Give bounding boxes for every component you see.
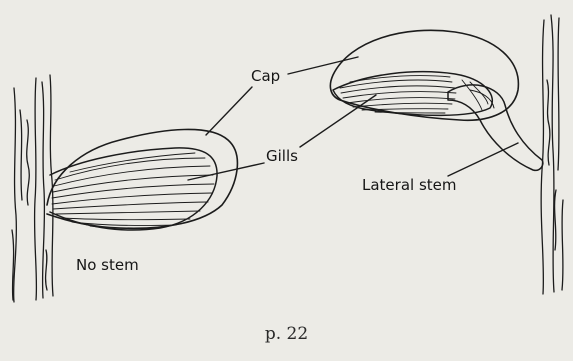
lateral-stem-leader: [448, 143, 518, 176]
no-stem-label: No stem: [76, 256, 139, 274]
stalked-mushroom: [330, 30, 543, 170]
lateral-stem-shape: [448, 85, 543, 170]
left-tree-trunk: [12, 75, 53, 302]
cap-label: Cap: [251, 67, 280, 85]
lateral-stem-label: Lateral stem: [362, 176, 457, 194]
page-number: p. 22: [0, 325, 573, 343]
cap-leader-right: [288, 57, 358, 74]
right-tree-trunk: [541, 15, 563, 294]
gills-label: Gills: [266, 147, 298, 165]
sessile-mushroom: [47, 129, 237, 230]
gills-leader-right: [300, 95, 376, 147]
cap-leader-left: [206, 87, 252, 135]
stalked-gills: [340, 76, 488, 113]
gills-leader-left: [188, 163, 264, 180]
